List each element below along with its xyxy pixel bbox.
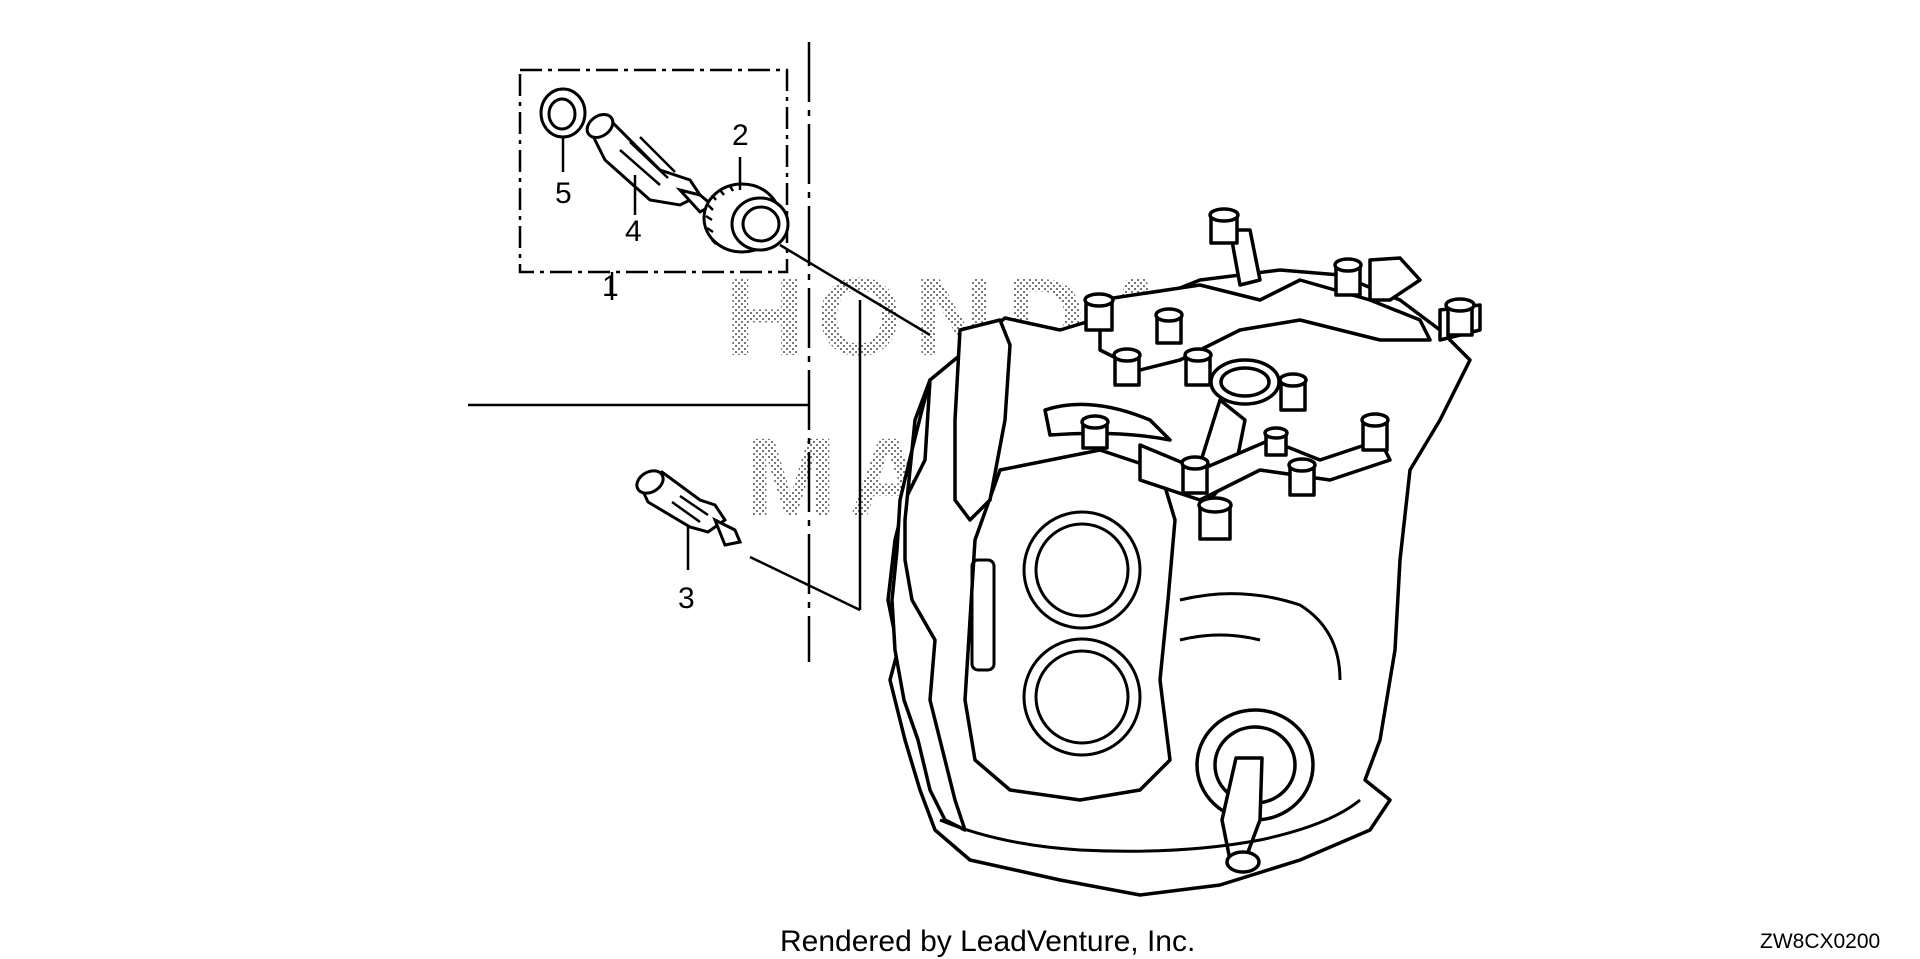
callout-1: 1 bbox=[602, 270, 619, 303]
callout-4: 4 bbox=[625, 215, 642, 248]
part-3-shaft bbox=[635, 469, 743, 547]
part-5-seal bbox=[539, 87, 587, 139]
rendered-by-credit: Rendered by LeadVenture, Inc. bbox=[780, 925, 1195, 958]
diagram-code: ZW8CX0200 bbox=[1760, 930, 1880, 953]
callout-2: 2 bbox=[732, 119, 749, 152]
part-2-gear bbox=[702, 182, 790, 254]
part-4-shaft bbox=[585, 113, 715, 214]
leader-line-3 bbox=[749, 555, 861, 612]
leader-line-2 bbox=[779, 243, 931, 337]
callout-3: 3 bbox=[678, 582, 695, 615]
engine-block bbox=[886, 207, 1482, 897]
kit-group-box bbox=[518, 68, 789, 274]
callout-5: 5 bbox=[555, 177, 572, 210]
